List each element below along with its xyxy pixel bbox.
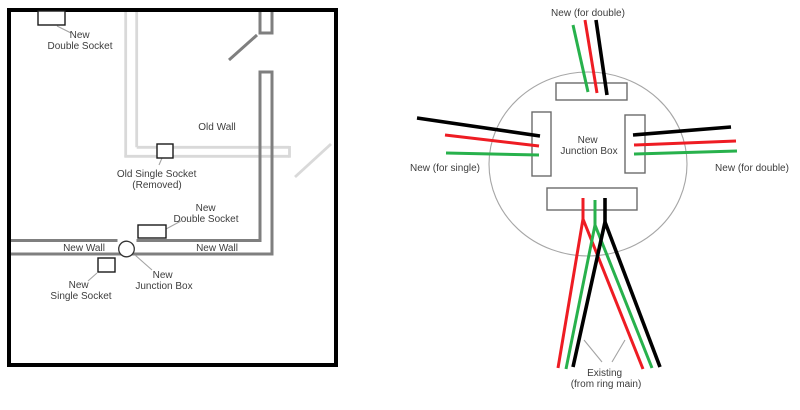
red-wire-top: [583, 19, 599, 94]
old-single-socket-symbol: [156, 143, 174, 159]
new-single-socket-symbol: [97, 257, 116, 273]
black-wire-left: [416, 116, 541, 138]
terminal-bottom: [546, 187, 638, 211]
red-wire-right: [633, 139, 737, 147]
green-wires: [445, 24, 738, 370]
black-wire-right: [632, 125, 732, 137]
label-new-single-socket: New Single Socket: [50, 280, 111, 302]
label-new-junction-box: New Junction Box: [560, 135, 617, 157]
junction-detail: New (for double) New (for single) New (f…: [410, 8, 789, 390]
label-top-cable: New (for double): [551, 8, 625, 19]
label-new-double-socket: New Double Socket: [173, 203, 238, 225]
black-wire-ring-right-leg: [603, 221, 662, 368]
leader-double-socket-top: [56, 25, 72, 34]
floor-plan: New Double Socket Old Wall Old Single So…: [7, 8, 338, 367]
label-left-cable: New (for single): [410, 163, 480, 174]
green-wire-left: [445, 151, 540, 157]
label-right-cable: New (for double): [715, 163, 789, 174]
label-existing: Existing (from ring main): [571, 368, 642, 390]
label-old-wall: Old Wall: [198, 122, 235, 133]
red-wire-ring-right-leg: [581, 218, 645, 370]
black-wire-top: [594, 19, 609, 96]
room-outline: [7, 8, 338, 367]
new-double-socket-top-symbol: [37, 10, 66, 26]
label-junction-box: New Junction Box: [135, 270, 192, 292]
black-wire-ring-left-leg: [571, 221, 607, 368]
label-old-single-socket: Old Single Socket (Removed): [117, 169, 199, 191]
detail-leader-lines: [583, 339, 626, 363]
black-wires: [416, 19, 732, 368]
leader-old-single-socket: [158, 157, 163, 166]
terminal-left: [531, 111, 552, 177]
label-double-socket-top: New Double Socket: [47, 30, 112, 52]
leader-new-single-socket: [87, 272, 98, 282]
old-door-swing: [294, 142, 332, 179]
leader-junction-box: [134, 254, 153, 271]
leader-existing-right: [611, 339, 626, 363]
door-swing: [228, 33, 258, 62]
leader-existing-left: [583, 339, 603, 363]
green-wire-top: [571, 24, 590, 93]
green-wire-right: [633, 149, 738, 156]
new-walls: [11, 12, 274, 256]
leader-new-double-socket: [165, 220, 182, 230]
red-wire-ring-left-leg: [556, 218, 585, 369]
plan-leader-lines: [56, 25, 182, 282]
green-wire-ring-right-leg: [593, 224, 654, 369]
new-double-socket-symbol: [137, 224, 167, 239]
red-wire-left: [444, 133, 540, 148]
label-new-wall-left: New Wall: [63, 243, 105, 254]
green-wire-ring-left-leg: [564, 224, 597, 370]
terminal-top: [555, 82, 628, 101]
red-wires: [444, 19, 737, 370]
label-new-wall-right: New Wall: [196, 243, 238, 254]
junction-box-symbol: [118, 240, 135, 258]
